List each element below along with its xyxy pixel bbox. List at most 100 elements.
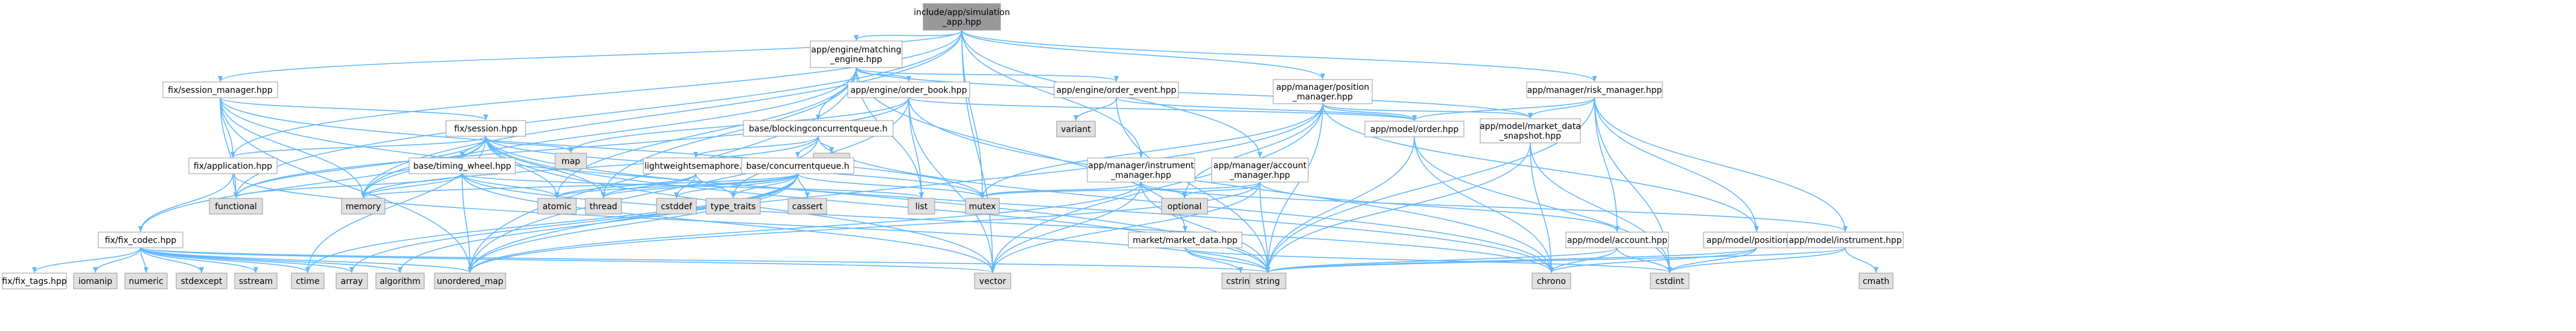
node-box: [1249, 273, 1286, 289]
node-ins[interactable]: app/model/instrument.hpp: [1787, 232, 1904, 248]
node-label: array: [341, 277, 363, 286]
edge-im-to-string: [1140, 181, 1270, 273]
node-am[interactable]: app/manager/account_manager.hpp: [1211, 157, 1309, 183]
node-box: [409, 157, 516, 174]
node-root[interactable]: include/app/simulation_app.hpp: [914, 3, 1010, 31]
edge-oe-to-ord: [1116, 97, 1417, 121]
node-variant: variant: [1056, 121, 1096, 137]
node-fs[interactable]: fix/session.hpp: [445, 120, 526, 137]
node-box: [643, 157, 749, 174]
node-label: _snapshot.hpp: [1499, 131, 1561, 141]
edge-root-to-functional: [234, 30, 962, 198]
edge-fs-to-app: [231, 136, 486, 158]
node-pm[interactable]: app/manager/position_manager.hpp: [1273, 79, 1373, 104]
edge-ob-to-map: [568, 97, 909, 153]
node-box: [434, 273, 506, 289]
node-bcq[interactable]: base/blockingconcurrentqueue.h: [743, 120, 894, 137]
edge-root-to-me: [854, 30, 962, 41]
edge-pm-to-string: [1265, 103, 1323, 273]
edges-layer: [32, 30, 1878, 273]
edge-cq-to-mutex: [797, 173, 985, 198]
edge-tw-to-list: [462, 173, 924, 198]
edge-bcq-to-cerrno: [818, 136, 834, 153]
node-box: [555, 153, 587, 169]
node-mds[interactable]: app/model/market_data_snapshot.hpp: [1480, 118, 1581, 143]
node-me[interactable]: app/engine/matching_engine.hpp: [810, 40, 903, 68]
edge-root-to-im: [961, 30, 1143, 158]
node-label: sstream: [239, 277, 273, 286]
node-box: [585, 198, 622, 215]
node-box: [656, 198, 697, 215]
node-optional: optional: [1161, 198, 1208, 215]
node-label: fix/application.hpp: [194, 162, 272, 171]
node-box: [847, 81, 970, 98]
node-label: base/concurrentqueue.h: [746, 162, 850, 171]
edge-me-to-ob: [856, 67, 911, 82]
edge-cq-to-cassert: [797, 173, 810, 198]
node-im[interactable]: app/manager/instrument_manager.hpp: [1087, 157, 1195, 183]
node-chrono: chrono: [1531, 273, 1571, 289]
edge-tw-to-memory: [361, 173, 463, 198]
node-box: [741, 157, 854, 174]
node-label: fix/fix_codec.hpp: [105, 236, 177, 245]
node-label: _manager.hpp: [1110, 171, 1171, 180]
node-fsm[interactable]: fix/session_manager.hpp: [162, 81, 278, 98]
node-cq[interactable]: base/concurrentqueue.h: [741, 157, 854, 174]
node-box: [1273, 79, 1373, 104]
node-label: app/model/position.hpp: [1706, 236, 1807, 245]
node-mutex: mutex: [965, 198, 1000, 215]
node-codec[interactable]: fix/fix_codec.hpp: [98, 232, 183, 248]
node-label: fix/session.hpp: [454, 124, 518, 134]
node-acc[interactable]: app/model/account.hpp: [1565, 232, 1669, 248]
edge-am-to-mutex: [980, 181, 1261, 198]
node-ob[interactable]: app/engine/order_book.hpp: [847, 81, 970, 98]
edge-ins-to-cstdint: [1667, 247, 1846, 273]
node-cassert: cassert: [787, 198, 827, 215]
node-thread: thread: [585, 198, 622, 215]
node-label: map: [561, 157, 580, 166]
edge-fs-to-map: [485, 136, 573, 153]
node-tags[interactable]: fix/fix_tags.hpp: [2, 273, 67, 289]
edge-cq-to-umap: [468, 173, 798, 273]
edge-mdh-to-string: [1185, 247, 1270, 273]
edge-bcq-to-lws: [693, 136, 819, 158]
node-box: [1128, 232, 1242, 248]
node-app[interactable]: fix/application.hpp: [188, 157, 278, 174]
edge-pm-to-ord: [1322, 103, 1417, 121]
node-tw[interactable]: base/timing_wheel.hpp: [409, 157, 516, 174]
edge-ins-to-string: [1265, 247, 1846, 273]
node-label: fix/fix_tags.hpp: [2, 277, 66, 286]
node-lws[interactable]: lightweightsemaphore.h: [643, 157, 749, 174]
node-label: _manager.hpp: [1292, 92, 1353, 102]
edge-im-to-mutex: [980, 181, 1142, 198]
node-box: [810, 40, 903, 68]
node-ord[interactable]: app/model/order.hpp: [1364, 121, 1465, 137]
edge-bcq-to-memory: [361, 136, 819, 198]
node-label: string: [1256, 277, 1280, 286]
edge-pm-to-optional: [1182, 103, 1323, 198]
node-label: app/manager/account: [1213, 161, 1307, 171]
edge-root-to-pm: [961, 30, 1325, 80]
node-box: [341, 198, 386, 215]
edge-am-to-optional: [1182, 181, 1261, 198]
node-vector: vector: [974, 273, 1011, 289]
edge-fs-to-codec: [138, 136, 486, 232]
node-stdexcept: stdexcept: [176, 273, 227, 289]
node-memory: memory: [341, 198, 386, 215]
edge-fs-to-chrono: [485, 136, 1554, 273]
edge-cq-to-array: [349, 173, 798, 273]
edge-im-to-ins: [1140, 181, 1848, 232]
node-oe[interactable]: app/engine/order_event.hpp: [1054, 81, 1179, 98]
edge-am-to-string: [1259, 181, 1270, 273]
node-label: chrono: [1537, 277, 1566, 286]
edge-mdh-to-cstdint: [1185, 247, 1672, 273]
edge-ob-to-list: [908, 97, 924, 198]
edge-ob-to-chrono: [908, 97, 1554, 273]
node-box: [188, 157, 278, 174]
node-box: [1161, 198, 1208, 215]
node-box: [1859, 273, 1894, 289]
node-rm[interactable]: app/manager/risk_manager.hpp: [1526, 81, 1663, 98]
edge-fsm-to-umap: [220, 97, 472, 273]
node-mdh[interactable]: market/market_data.hpp: [1128, 232, 1242, 248]
node-label: fix/session_manager.hpp: [168, 86, 272, 95]
